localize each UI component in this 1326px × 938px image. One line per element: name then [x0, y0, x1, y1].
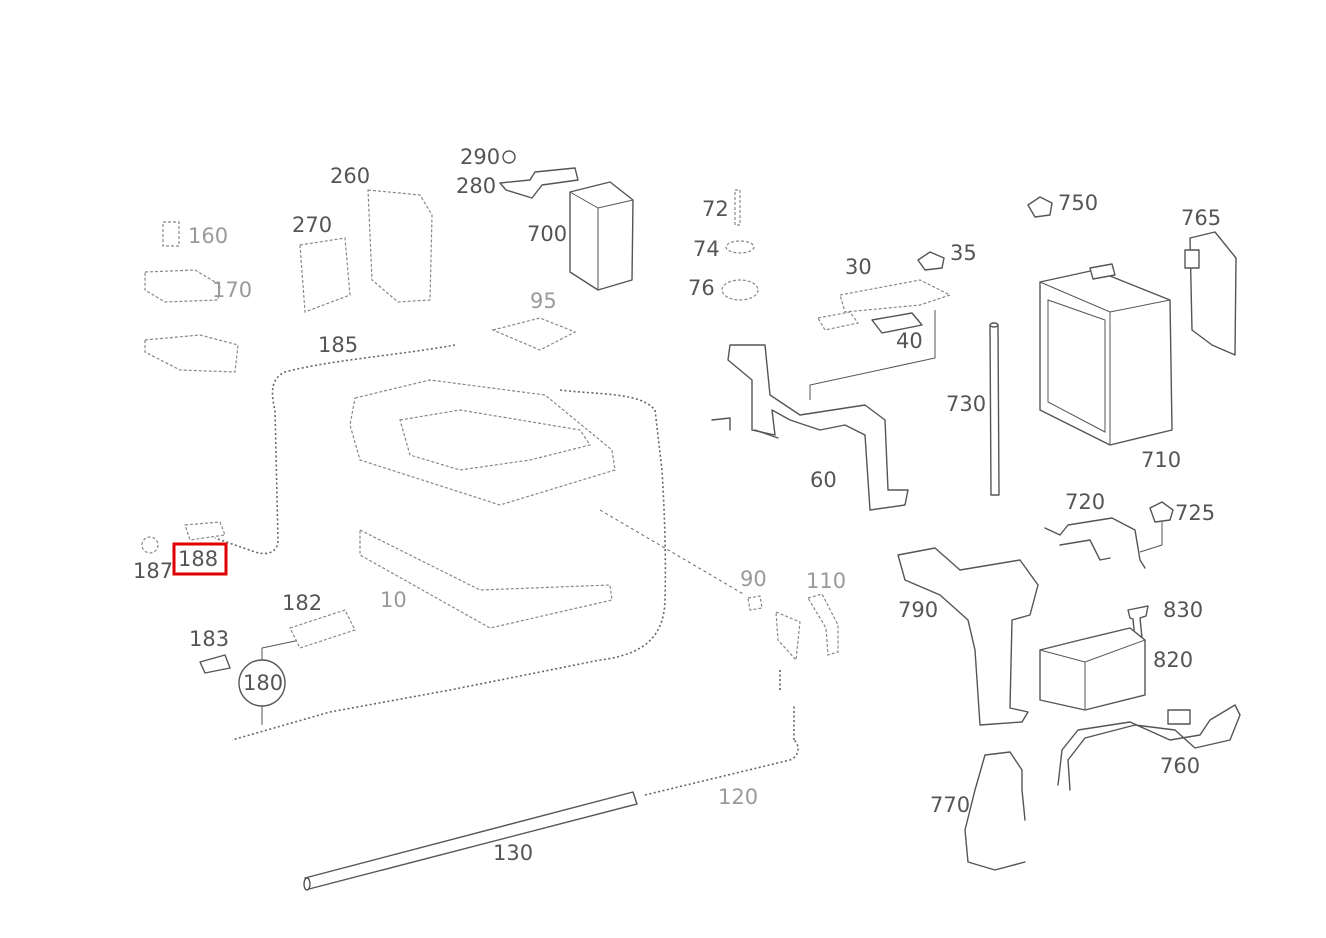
part-820-edge	[1039, 639, 1146, 710]
leader-180	[261, 639, 301, 725]
part-725[interactable]	[1149, 501, 1174, 523]
label-188[interactable]: 188	[178, 547, 218, 571]
hose-vertical-connector[interactable]	[779, 670, 795, 740]
part-765-clip	[1184, 249, 1200, 269]
part-76[interactable]	[721, 279, 759, 301]
label-820[interactable]: 820	[1153, 648, 1193, 672]
label-180[interactable]: 180	[243, 671, 283, 695]
part-290[interactable]	[502, 150, 516, 164]
label-765[interactable]: 765	[1181, 206, 1221, 230]
part-765[interactable]	[1189, 231, 1237, 356]
part-750[interactable]	[1027, 196, 1053, 218]
part-30[interactable]	[839, 279, 952, 313]
part-710[interactable]	[1039, 269, 1173, 446]
part-110[interactable]	[807, 593, 839, 656]
part-95[interactable]	[491, 317, 577, 351]
central-module-detail	[399, 409, 591, 471]
part-170[interactable]	[144, 269, 221, 303]
part-72[interactable]	[734, 189, 741, 226]
part-160[interactable]	[162, 221, 180, 247]
part-710-terminal	[1089, 263, 1116, 280]
label-90[interactable]: 90	[740, 567, 767, 591]
pipe-130-end	[303, 877, 311, 891]
label-35[interactable]: 35	[950, 241, 977, 265]
part-790[interactable]	[897, 547, 1039, 726]
part-730[interactable]	[989, 324, 1000, 496]
label-110[interactable]: 110	[806, 569, 846, 593]
part-40[interactable]	[871, 312, 923, 334]
label-183[interactable]: 183	[189, 627, 229, 651]
leader-90	[599, 509, 746, 596]
label-710[interactable]: 710	[1141, 448, 1181, 472]
part-183[interactable]	[199, 654, 231, 674]
part-187[interactable]	[141, 536, 159, 554]
part-760-connector	[1167, 709, 1191, 725]
label-730[interactable]: 730	[946, 392, 986, 416]
label-280[interactable]: 280	[456, 174, 496, 198]
part-270[interactable]	[299, 237, 351, 313]
label-720[interactable]: 720	[1065, 490, 1105, 514]
part-730-top	[989, 322, 999, 328]
label-830[interactable]: 830	[1163, 598, 1203, 622]
label-760[interactable]: 760	[1160, 754, 1200, 778]
part-280[interactable]	[499, 167, 579, 199]
label-30[interactable]: 30	[845, 255, 872, 279]
label-700[interactable]: 700	[527, 222, 567, 246]
pipe-130[interactable]	[304, 791, 638, 890]
label-270[interactable]: 270	[292, 213, 332, 237]
highlight-box-188	[172, 542, 228, 576]
part-700-edge	[569, 191, 634, 290]
label-74[interactable]: 74	[693, 237, 720, 261]
label-182[interactable]: 182	[282, 591, 322, 615]
label-790[interactable]: 790	[898, 598, 938, 622]
label-750[interactable]: 750	[1058, 191, 1098, 215]
part-90[interactable]	[747, 595, 801, 662]
label-187[interactable]: 187	[133, 559, 173, 583]
label-95[interactable]: 95	[530, 289, 557, 313]
part-710-edge	[1039, 281, 1171, 445]
leader-35	[809, 310, 936, 400]
part-60-foot	[711, 417, 779, 439]
part-74[interactable]	[725, 240, 755, 254]
label-185[interactable]: 185	[318, 333, 358, 357]
leader-725	[1139, 522, 1163, 553]
part-770[interactable]	[964, 751, 1026, 871]
label-290[interactable]: 290	[460, 145, 500, 169]
label-260[interactable]: 260	[330, 164, 370, 188]
part-10-rail[interactable]	[359, 529, 613, 629]
label-72[interactable]: 72	[702, 197, 729, 221]
label-160[interactable]: 160	[188, 224, 228, 248]
label-40[interactable]: 40	[896, 329, 923, 353]
hose-185[interactable]	[214, 344, 456, 555]
label-120[interactable]: 120	[718, 785, 758, 809]
label-10[interactable]: 10	[380, 588, 407, 612]
label-170[interactable]: 170	[212, 278, 252, 302]
hose-long-main[interactable]	[231, 389, 667, 741]
part-700[interactable]	[569, 181, 634, 291]
part-faint-bracket[interactable]	[144, 334, 239, 373]
part-182[interactable]	[289, 609, 356, 649]
part-760[interactable]	[1057, 704, 1241, 791]
part-30-b[interactable]	[817, 311, 860, 331]
part-35[interactable]	[917, 251, 945, 271]
label-76[interactable]: 76	[688, 276, 715, 300]
part-820[interactable]	[1039, 627, 1146, 711]
label-130[interactable]: 130	[493, 841, 533, 865]
hose-120[interactable]	[644, 739, 799, 796]
label-770[interactable]: 770	[930, 793, 970, 817]
label-60[interactable]: 60	[810, 468, 837, 492]
part-260[interactable]	[367, 189, 433, 303]
part-188[interactable]	[184, 521, 226, 541]
label-725[interactable]: 725	[1175, 501, 1215, 525]
part-720[interactable]	[1044, 517, 1146, 569]
